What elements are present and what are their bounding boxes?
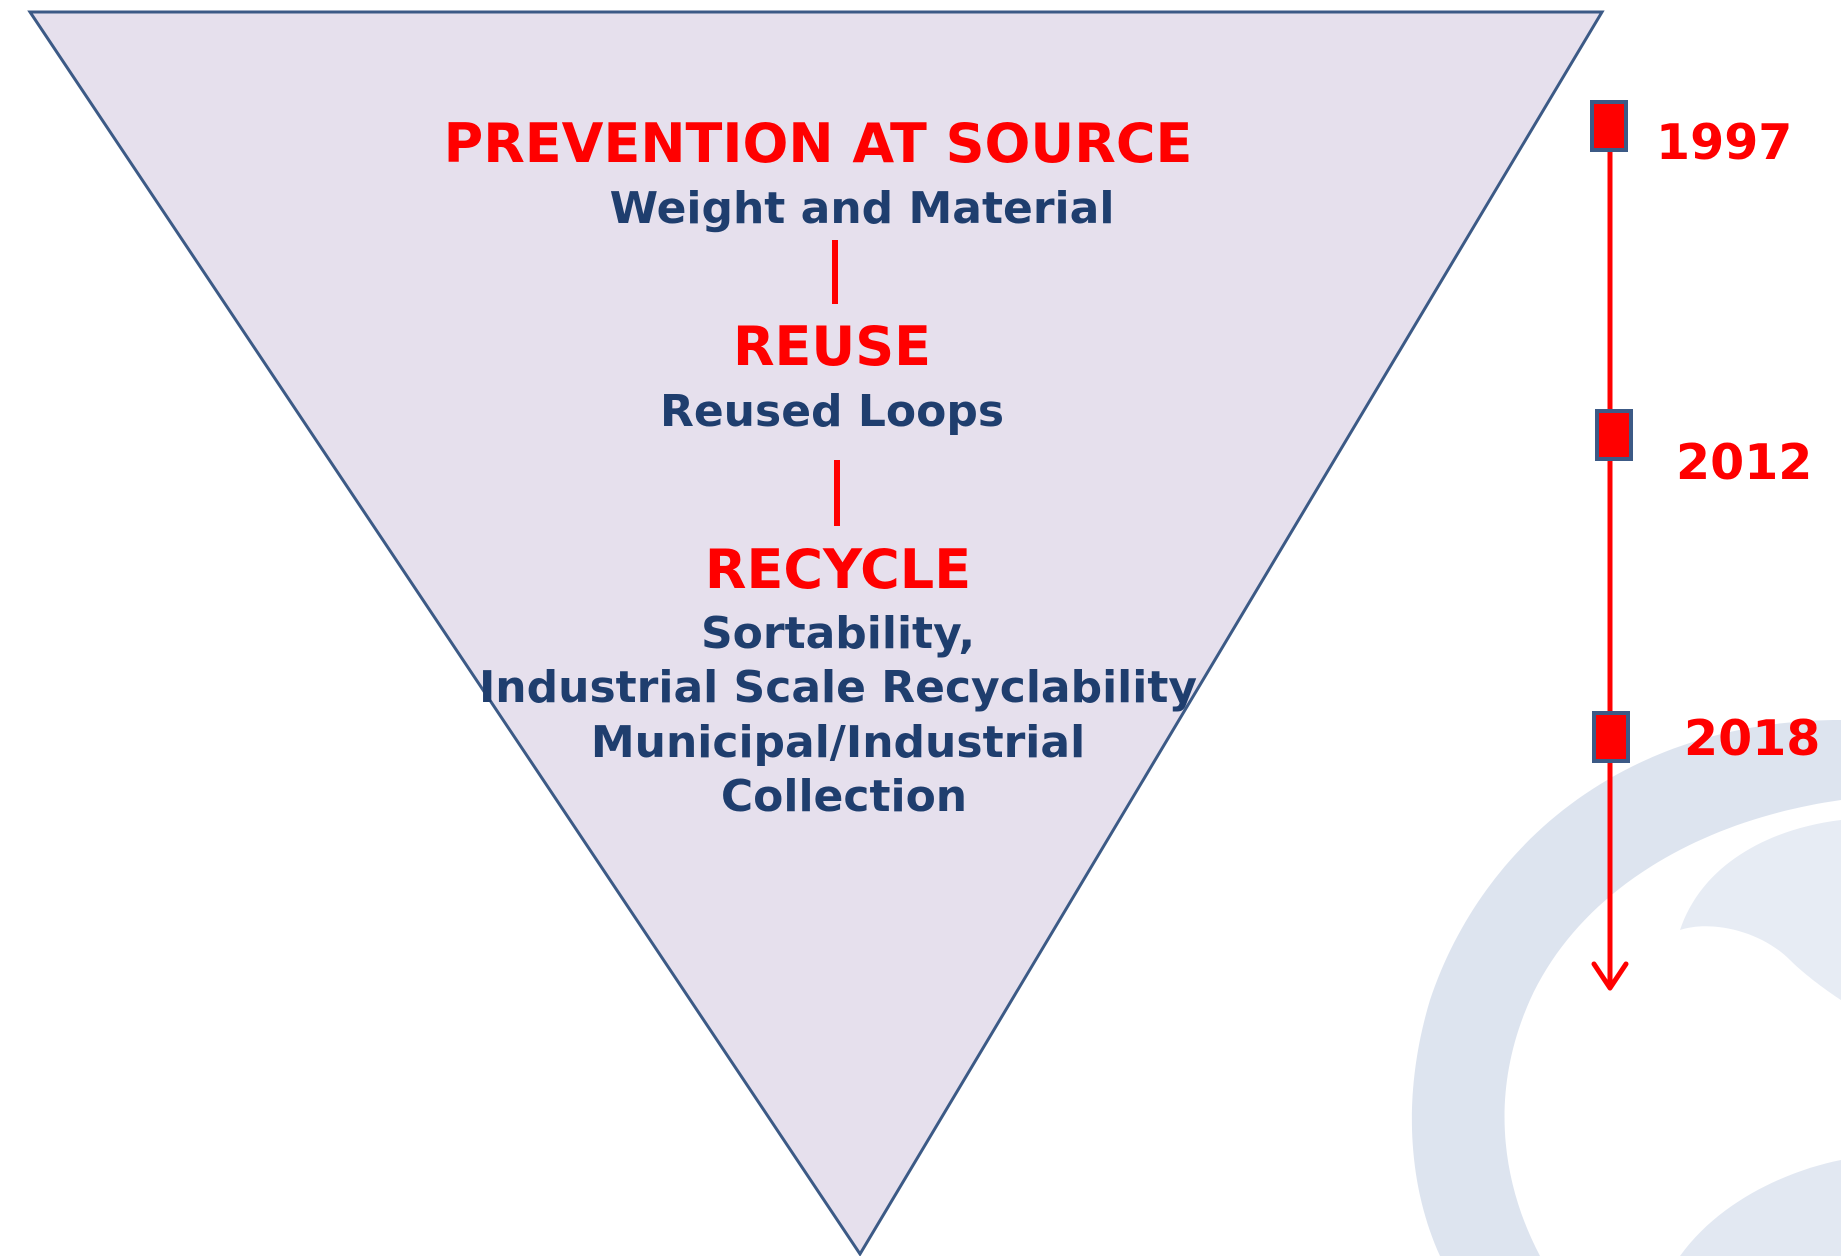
timeline-year-2012: 2012 [1676, 434, 1813, 491]
connector-reuse-recycle [834, 460, 840, 526]
stage-detail-industrial-recyclability: Industrial Scale Recyclability [478, 662, 1198, 713]
stage-detail-sortability: Sortability, [700, 608, 976, 659]
waste-hierarchy-triangle [27, 10, 1605, 1256]
timeline-arrowhead [1591, 961, 1629, 991]
stage-heading-recycle: RECYCLE [704, 538, 972, 601]
background-swirl-logo [1411, 720, 1841, 1256]
stage-detail-weight-material: Weight and Material [609, 183, 1115, 234]
stage-heading-reuse: REUSE [732, 315, 932, 378]
connector-prevention-reuse [832, 240, 838, 304]
stage-heading-prevention: PREVENTION AT SOURCE [443, 112, 1193, 175]
timeline-marker-2012 [1595, 409, 1633, 461]
stage-detail-municipal-industrial: Municipal/Industrial [590, 717, 1086, 768]
timeline-marker-2018 [1592, 711, 1630, 763]
stage-detail-collection: Collection [720, 771, 968, 822]
timeline-year-2018: 2018 [1684, 710, 1821, 767]
timeline-marker-1997 [1590, 100, 1628, 152]
stage-detail-reused-loops: Reused Loops [659, 386, 1005, 437]
timeline-year-1997: 1997 [1656, 114, 1793, 171]
